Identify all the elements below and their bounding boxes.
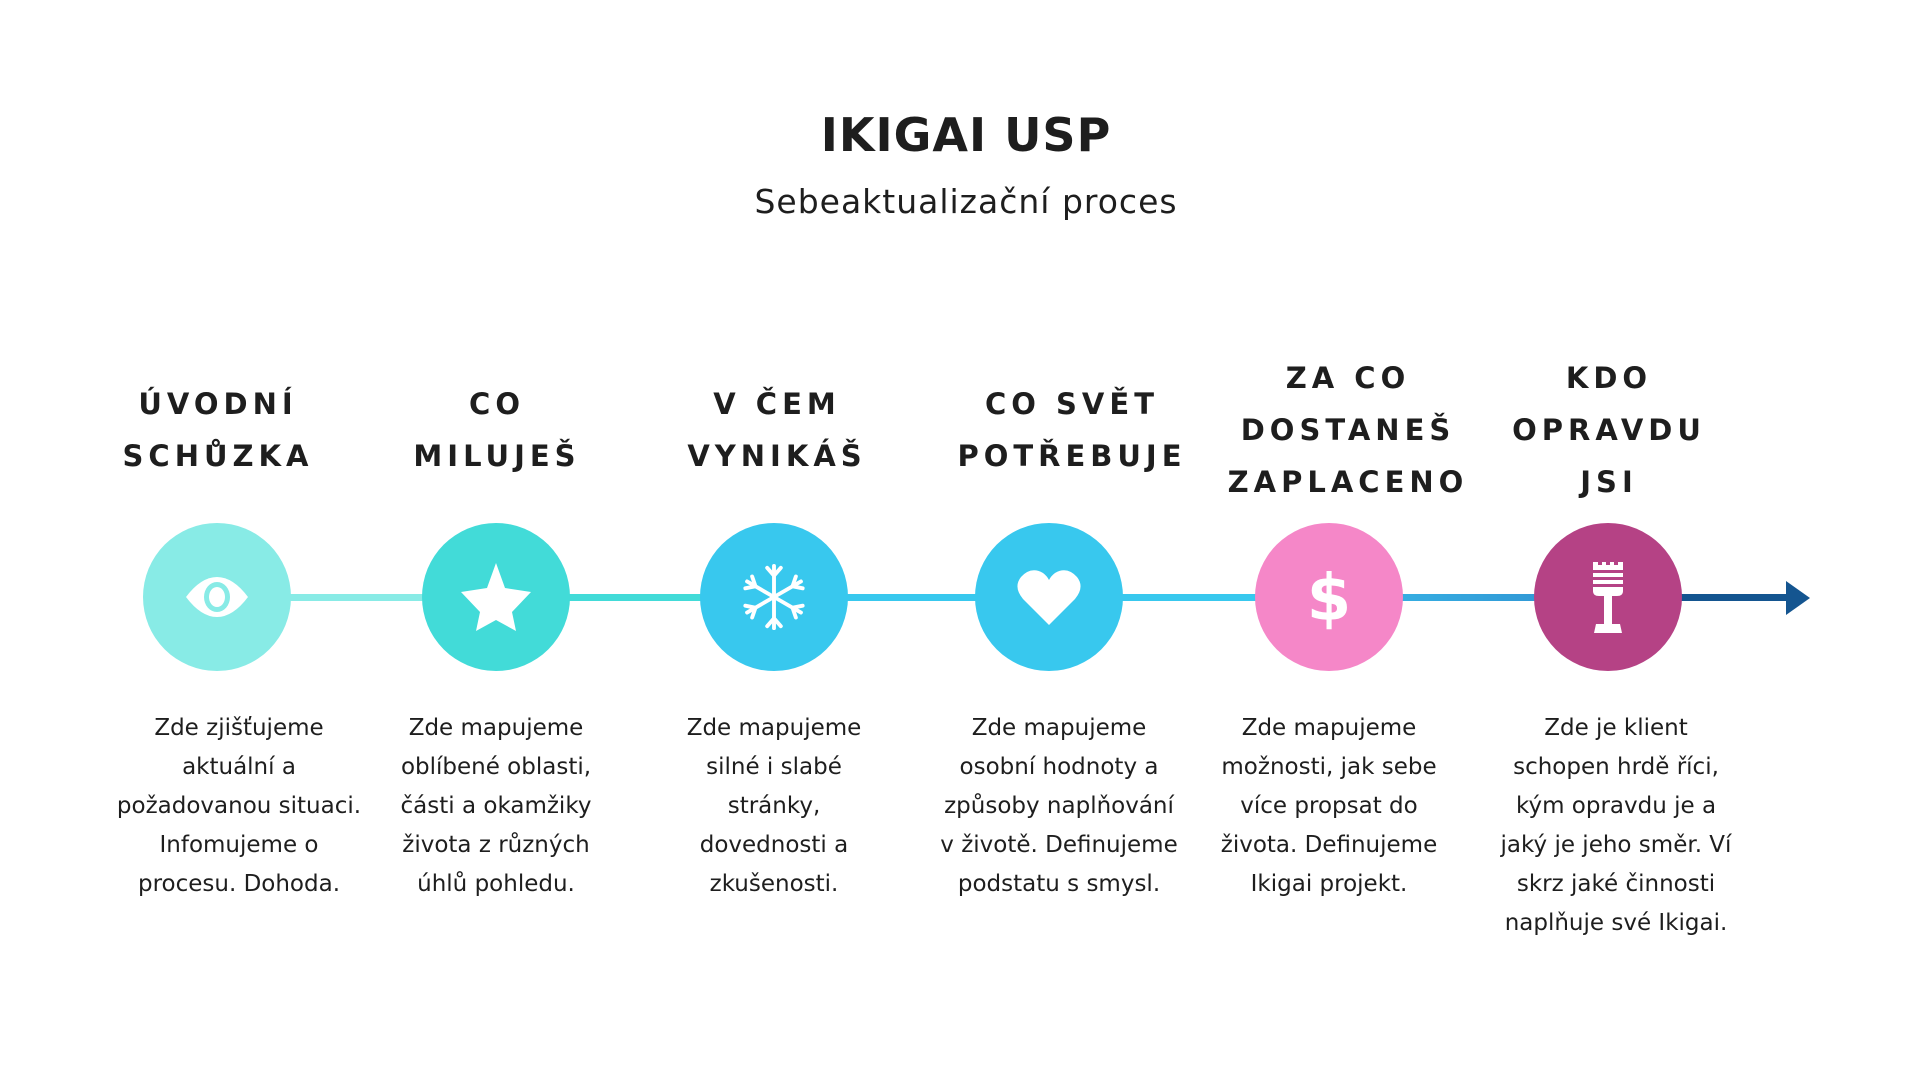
step-heading: KDO OPRAVDU JSI <box>1459 352 1759 508</box>
timeline-segment <box>496 594 774 601</box>
step-heading-line: CO SVĚT <box>985 387 1159 421</box>
dollar-icon: $ <box>1307 564 1351 630</box>
snowflake-icon <box>739 561 809 633</box>
step-description-line: naplňuje své Ikigai. <box>1504 910 1728 936</box>
step-description: Zde mapujeme osobní hodnoty a způsoby napl… <box>929 709 1189 904</box>
page-subtitle: Sebeaktualizační proces <box>754 182 1178 221</box>
step-description: Zde mapujeme silné i slabé stránky, dovedno… <box>644 709 904 904</box>
step-description: Zde mapujeme oblíbené oblasti, části a oka… <box>366 709 626 904</box>
step-circle <box>1534 523 1682 671</box>
step-description-line: života. Definujeme <box>1220 832 1438 858</box>
step-heading-line: DOSTANEŠ <box>1240 413 1456 447</box>
step-description-line: osobní hodnoty a <box>959 754 1159 780</box>
heart-icon <box>1017 569 1081 625</box>
step-description-line: požadovanou situaci. <box>116 793 362 819</box>
step-circle: $ <box>1255 523 1403 671</box>
step-description-line: úhlů pohledu. <box>417 871 575 897</box>
step-heading-line: SCHŮZKA <box>122 439 314 473</box>
arrow-head-icon <box>1786 581 1810 615</box>
step-heading-line: ZAPLACENO <box>1227 465 1469 499</box>
timeline-segment <box>1329 594 1608 601</box>
step-description-line: oblíbené oblasti, <box>400 754 592 780</box>
step-heading-line: V ČEM <box>713 387 841 421</box>
timeline-segment <box>1049 594 1329 601</box>
timeline-segment <box>217 594 496 601</box>
step-circle <box>700 523 848 671</box>
star-icon <box>461 563 531 631</box>
step-description-line: Zde zjišťujeme <box>154 715 324 741</box>
step-heading-line: POTŘEBUJE <box>957 439 1187 473</box>
step-heading: ÚVODNÍ SCHŮZKA <box>68 378 368 482</box>
step-description-line: jaký je jeho směr. Ví <box>1500 832 1732 858</box>
step-heading-line: KDO <box>1565 361 1653 395</box>
step-description-line: Zde mapujeme <box>1241 715 1417 741</box>
step-description-line: stránky, <box>727 793 821 819</box>
step-description-line: silné i slabé <box>706 754 842 780</box>
step-description-line: více propsat do <box>1240 793 1418 819</box>
page-title: IKIGAI USP <box>820 108 1112 162</box>
svg-text:$: $ <box>1307 564 1351 630</box>
step-description-line: skrz jaké činnosti <box>1516 871 1716 897</box>
step-description-line: Ikigai projekt. <box>1250 871 1408 897</box>
step-heading-line: JSI <box>1580 465 1638 499</box>
totem-icon <box>1591 560 1625 634</box>
step-heading: ZA CO DOSTANEŠ ZAPLACENO <box>1198 352 1498 508</box>
step-heading-line: MILUJEŠ <box>413 439 581 473</box>
timeline-segment <box>1608 594 1798 601</box>
step-circle <box>975 523 1123 671</box>
step-description-line: Zde mapujeme <box>971 715 1147 741</box>
step-description-line: možnosti, jak sebe <box>1221 754 1437 780</box>
step-description-line: aktuální a <box>182 754 296 780</box>
step-description-line: Zde je klient <box>1544 715 1688 741</box>
step-heading: CO MILUJEŠ <box>347 378 647 482</box>
step-heading-line: VYNIKÁŠ <box>687 439 867 473</box>
step-heading-line: ZA CO <box>1285 361 1411 395</box>
step-description-line: Zde mapujeme <box>408 715 584 741</box>
step-description-line: podstatu s smysl. <box>957 871 1161 897</box>
step-description-line: Infomujeme o <box>159 832 319 858</box>
step-description-line: zkušenosti. <box>709 871 839 897</box>
step-description-line: procesu. Dohoda. <box>137 871 341 897</box>
step-description-line: Zde mapujeme <box>686 715 862 741</box>
eye-icon <box>184 577 250 617</box>
step-description: Zde je klient schopen hrdě říci, kým oprav… <box>1486 709 1746 943</box>
step-description-line: dovednosti a <box>699 832 849 858</box>
step-heading: CO SVĚT POTŘEBUJE <box>922 378 1222 482</box>
step-description-line: způsoby naplňování <box>944 793 1174 819</box>
step-description-line: schopen hrdě říci, <box>1513 754 1719 780</box>
step-circle <box>422 523 570 671</box>
step-description-line: části a okamžiky <box>400 793 592 819</box>
timeline-segment <box>774 594 1049 601</box>
step-description: Zde mapujeme možnosti, jak sebe více props… <box>1199 709 1459 904</box>
step-description-line: života z různých <box>402 832 590 858</box>
step-circle <box>143 523 291 671</box>
step-description-line: kým opravdu je a <box>1515 793 1717 819</box>
step-description-line: v životě. Definujeme <box>940 832 1178 858</box>
step-heading-line: CO <box>469 387 525 421</box>
step-heading-line: ÚVODNÍ <box>138 387 298 421</box>
step-description: Zde zjišťujeme aktuální a požadovanou situ… <box>109 709 369 904</box>
step-heading: V ČEM VYNIKÁŠ <box>627 378 927 482</box>
step-heading-line: OPRAVDU <box>1512 413 1706 447</box>
